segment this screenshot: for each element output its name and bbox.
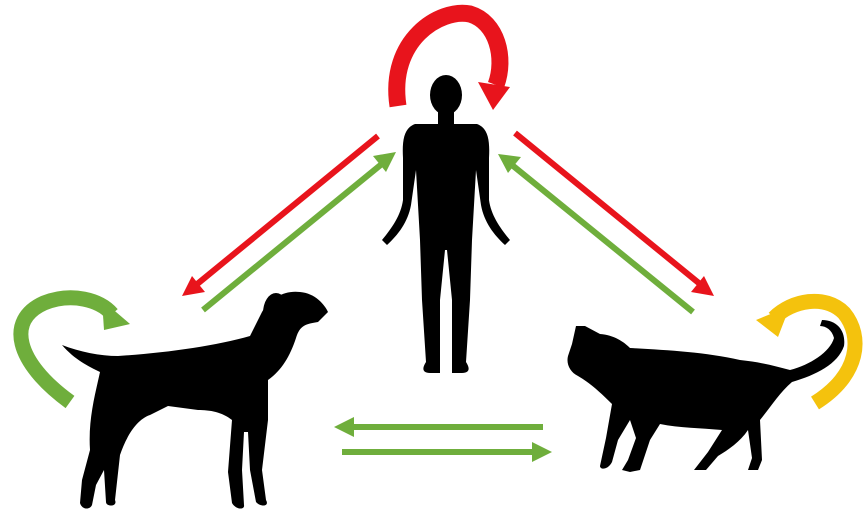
human-silhouette-icon [382,75,510,373]
arrow-dog-to-human [203,152,396,310]
arrow-cat-to-human [498,154,693,312]
arrow-human-to-cat [515,133,714,296]
cat-silhouette-icon [567,320,844,472]
arrow-dog-to-cat [342,442,552,462]
arrow-human-to-dog [182,136,378,296]
arrow-cat-to-dog [334,417,543,437]
dog-silhouette-icon [62,292,328,509]
